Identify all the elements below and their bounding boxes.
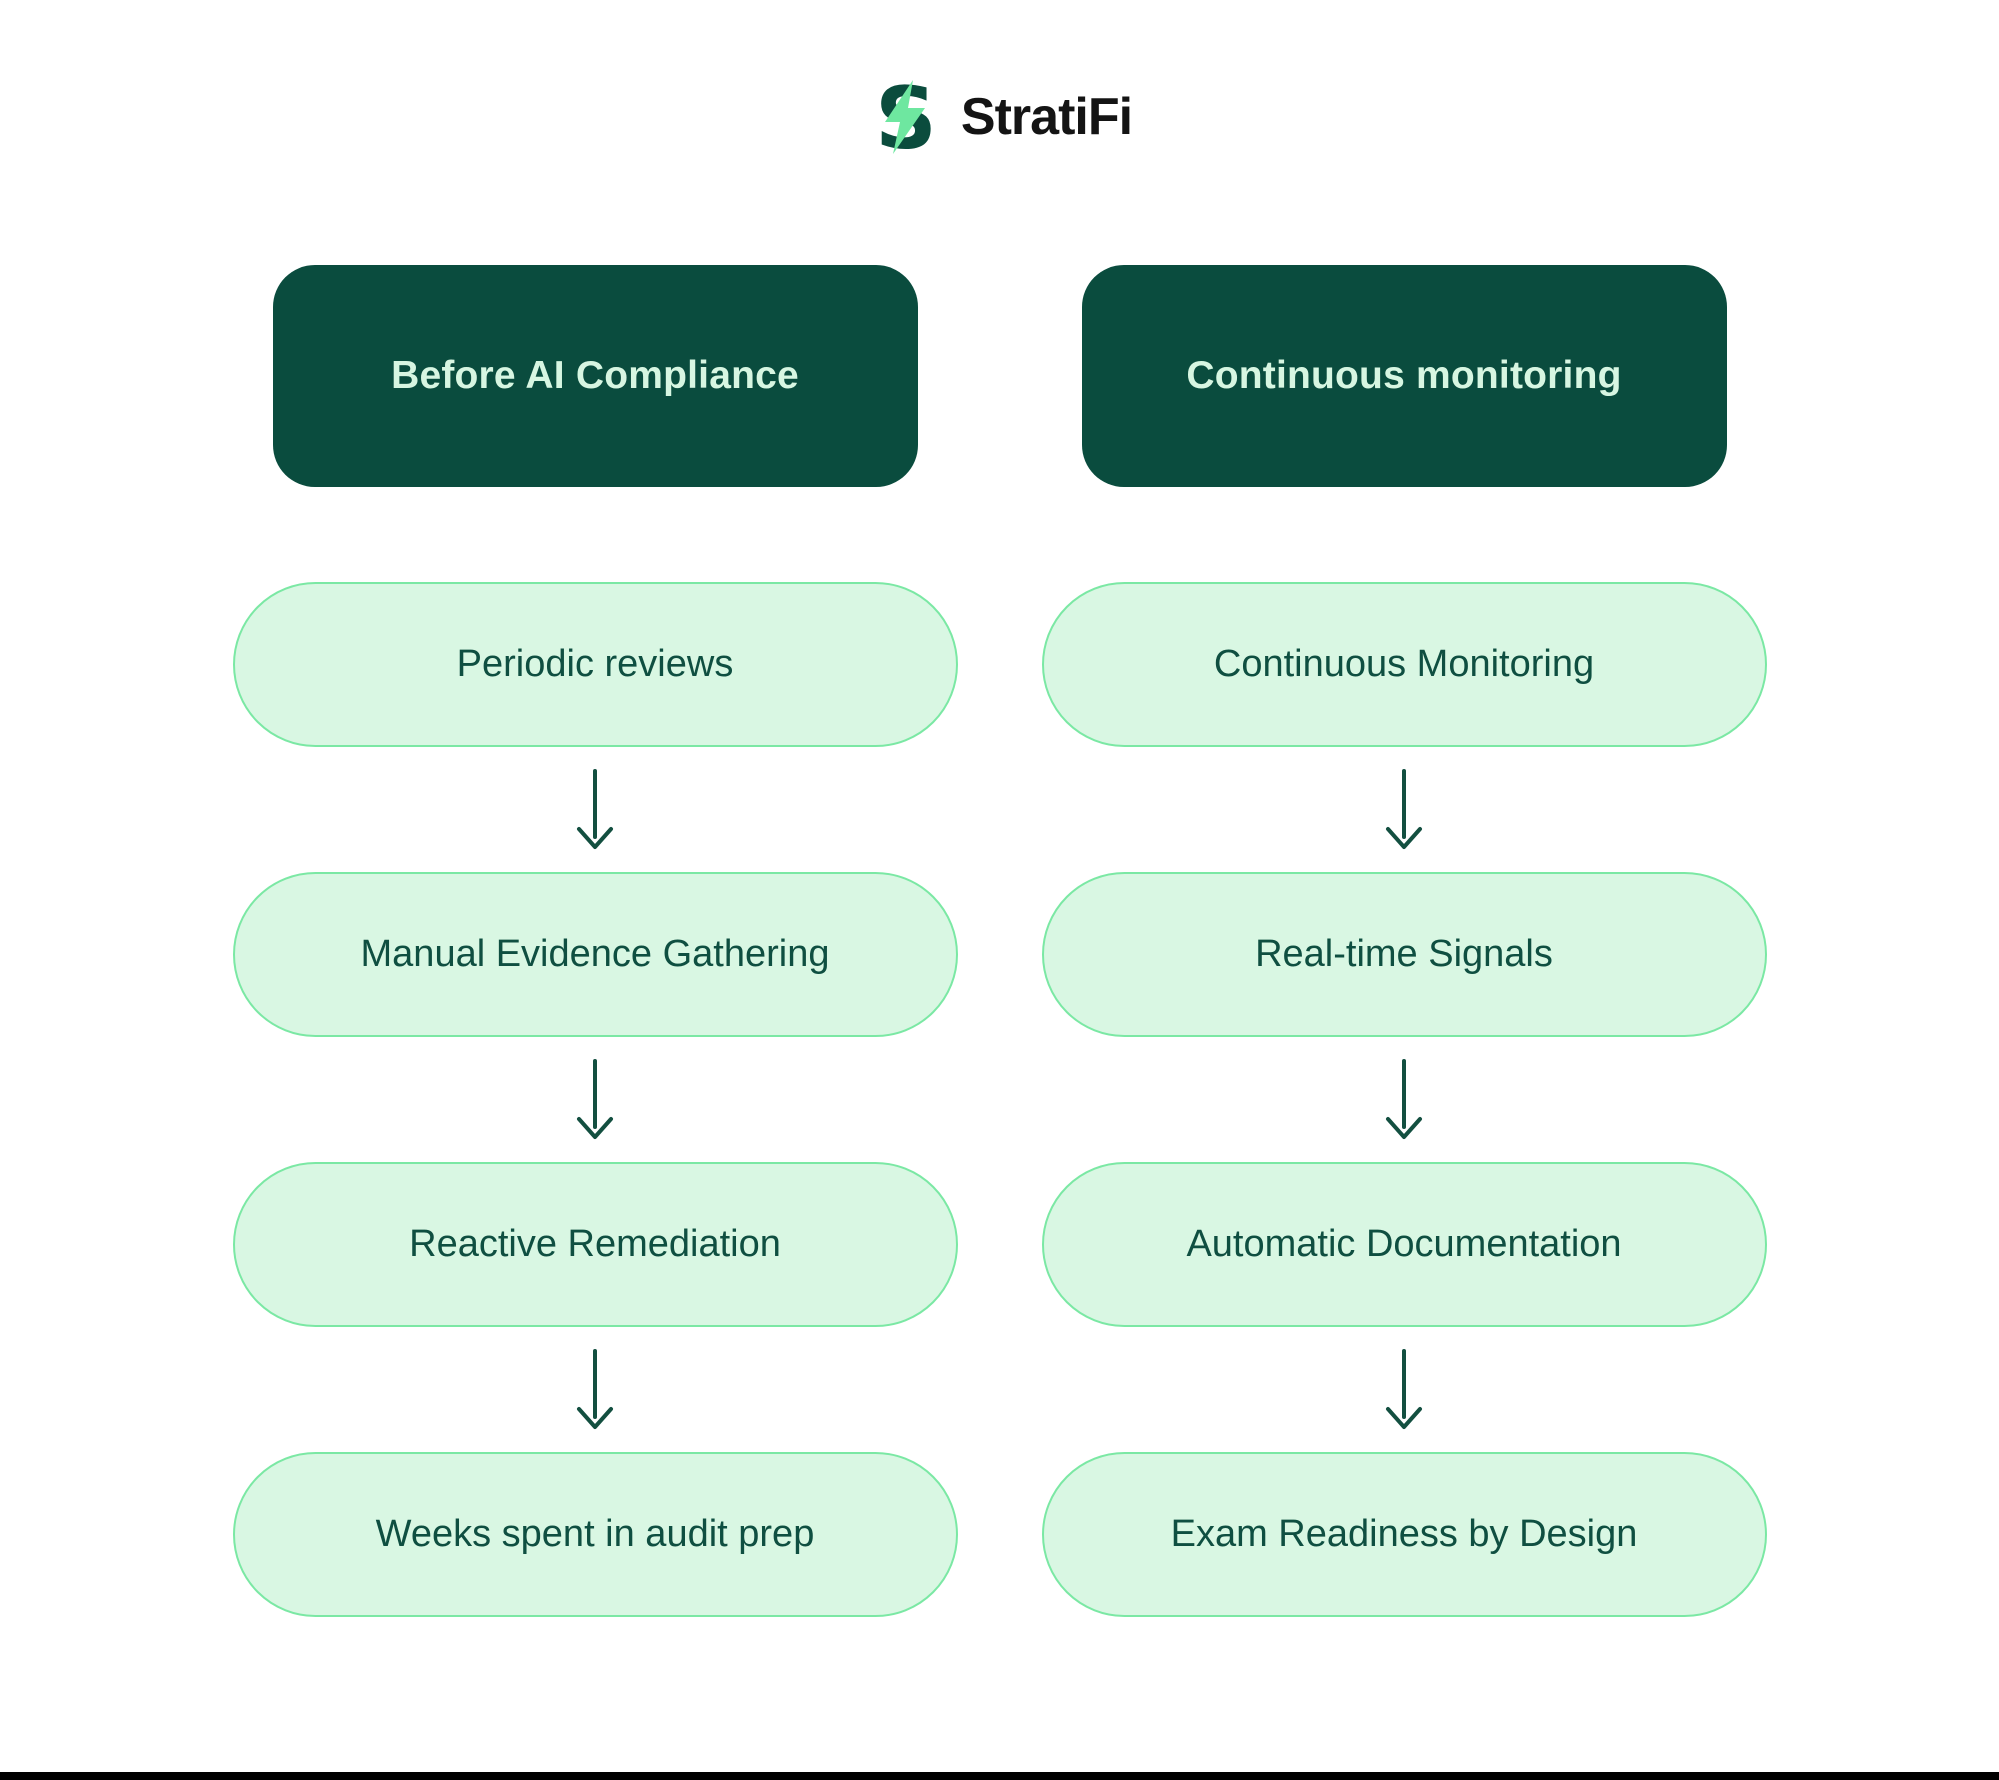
arrow-wrap (571, 1037, 619, 1162)
column-header-label: Continuous monitoring (1186, 354, 1622, 397)
down-arrow-icon (1386, 1348, 1422, 1429)
column-before-ai-compliance: Before AI Compliance Periodic reviews Ma… (232, 265, 958, 1617)
step-weeks-audit-prep: Weeks spent in audit prep (232, 1452, 958, 1617)
column-header-before: Before AI Compliance (272, 265, 918, 487)
stratifi-lightning-s-icon: S (875, 78, 937, 156)
brand-name: StratiFi (960, 88, 1133, 146)
bottom-border-bar (0, 1772, 1999, 1780)
step-exam-readiness: Exam Readiness by Design (1041, 1452, 1767, 1617)
lightning-bolt-shape (884, 80, 925, 154)
down-arrow-icon (1386, 768, 1422, 849)
step-real-time-signals: Real-time Signals (1041, 872, 1767, 1037)
comparison-columns: Before AI Compliance Periodic reviews Ma… (0, 265, 1999, 1617)
step-automatic-documentation: Automatic Documentation (1041, 1162, 1767, 1327)
arrow-wrap (1380, 747, 1428, 872)
step-periodic-reviews: Periodic reviews (232, 582, 958, 747)
down-arrow-icon (577, 1348, 613, 1429)
down-arrow-icon (1386, 1058, 1422, 1139)
step-continuous-monitoring: Continuous Monitoring (1041, 582, 1767, 747)
column-header-label: Before AI Compliance (391, 354, 799, 397)
step-reactive-remediation: Reactive Remediation (232, 1162, 958, 1327)
column-header-continuous: Continuous monitoring (1081, 265, 1727, 487)
arrow-wrap (1380, 1037, 1428, 1162)
down-arrow-icon (577, 768, 613, 849)
arrow-wrap (1380, 1327, 1428, 1452)
column-continuous-monitoring: Continuous monitoring Continuous Monitor… (1041, 265, 1767, 1617)
arrow-wrap (571, 747, 619, 872)
step-manual-evidence-gathering: Manual Evidence Gathering (232, 872, 958, 1037)
brand-logo: S StratiFi (0, 78, 1999, 156)
arrow-wrap (571, 1327, 619, 1452)
down-arrow-icon (577, 1058, 613, 1139)
